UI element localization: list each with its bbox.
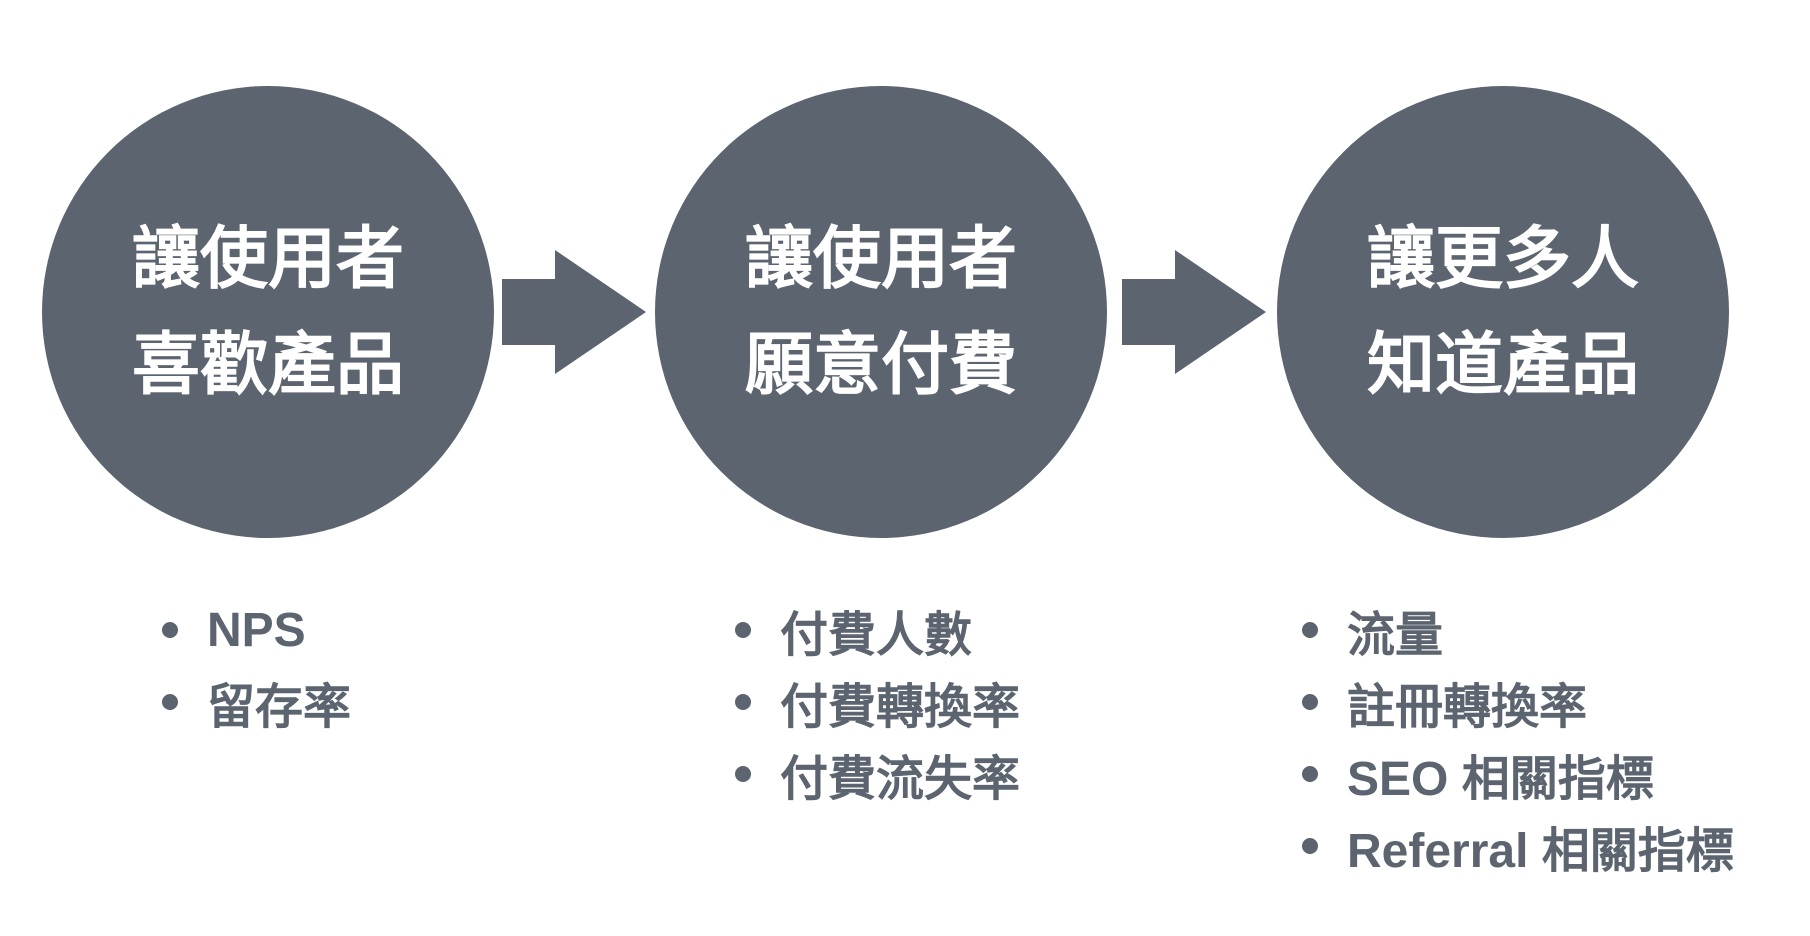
metric-label: 付費人數 xyxy=(780,609,973,662)
metric-label: 付費流失率 xyxy=(780,753,1021,806)
metric-item: Referral 相關指標 xyxy=(1302,810,1734,882)
metric-label: 付費轉換率 xyxy=(780,681,1021,734)
bullet-icon xyxy=(1302,766,1318,782)
arrow-right-icon xyxy=(502,250,646,374)
bullet-icon xyxy=(1302,838,1318,854)
metric-label: NPS xyxy=(207,603,306,657)
step-1-metrics-list: NPS 留存率 xyxy=(162,594,351,738)
step-2-title-line-2: 願意付費 xyxy=(744,327,1017,403)
bullet-icon xyxy=(735,694,751,710)
bullet-icon xyxy=(735,766,751,782)
arrow-right-icon xyxy=(1122,250,1266,374)
metric-item: SEO 相關指標 xyxy=(1302,738,1734,810)
step-2-title-line-1: 讓使用者 xyxy=(744,221,1017,297)
metric-item: NPS xyxy=(162,594,351,666)
bullet-icon xyxy=(1302,694,1318,710)
step-1-title-line-2: 喜歡產品 xyxy=(131,327,404,403)
metric-item: 註冊轉換率 xyxy=(1302,666,1734,738)
metric-item: 流量 xyxy=(1302,594,1734,666)
bullet-icon xyxy=(162,694,178,710)
step-2-metrics-list: 付費人數 付費轉換率 付費流失率 xyxy=(735,594,1020,810)
step-3-title-line-1: 讓更多人 xyxy=(1366,221,1639,297)
step-1-circle: 讓使用者 喜歡產品 xyxy=(42,86,494,538)
step-3-title-line-2: 知道產品 xyxy=(1366,327,1639,403)
bullet-icon xyxy=(1302,622,1318,638)
metric-label: 流量 xyxy=(1347,609,1444,662)
metric-label: 留存率 xyxy=(207,681,352,734)
step-3-circle: 讓更多人 知道產品 xyxy=(1277,86,1729,538)
metric-item: 付費流失率 xyxy=(735,738,1020,810)
metric-label: 註冊轉換率 xyxy=(1347,681,1588,734)
bullet-icon xyxy=(162,622,178,638)
bullet-icon xyxy=(735,622,751,638)
step-2-circle: 讓使用者 願意付費 xyxy=(655,86,1107,538)
metric-item: 付費轉換率 xyxy=(735,666,1020,738)
step-3-metrics-list: 流量 註冊轉換率 SEO 相關指標 Referral 相關指標 xyxy=(1302,594,1734,882)
metric-label: SEO 相關指標 xyxy=(1347,753,1654,806)
metric-label: Referral 相關指標 xyxy=(1347,825,1734,878)
metric-item: 留存率 xyxy=(162,666,351,738)
step-1-title-line-1: 讓使用者 xyxy=(131,221,404,297)
metric-item: 付費人數 xyxy=(735,594,1020,666)
